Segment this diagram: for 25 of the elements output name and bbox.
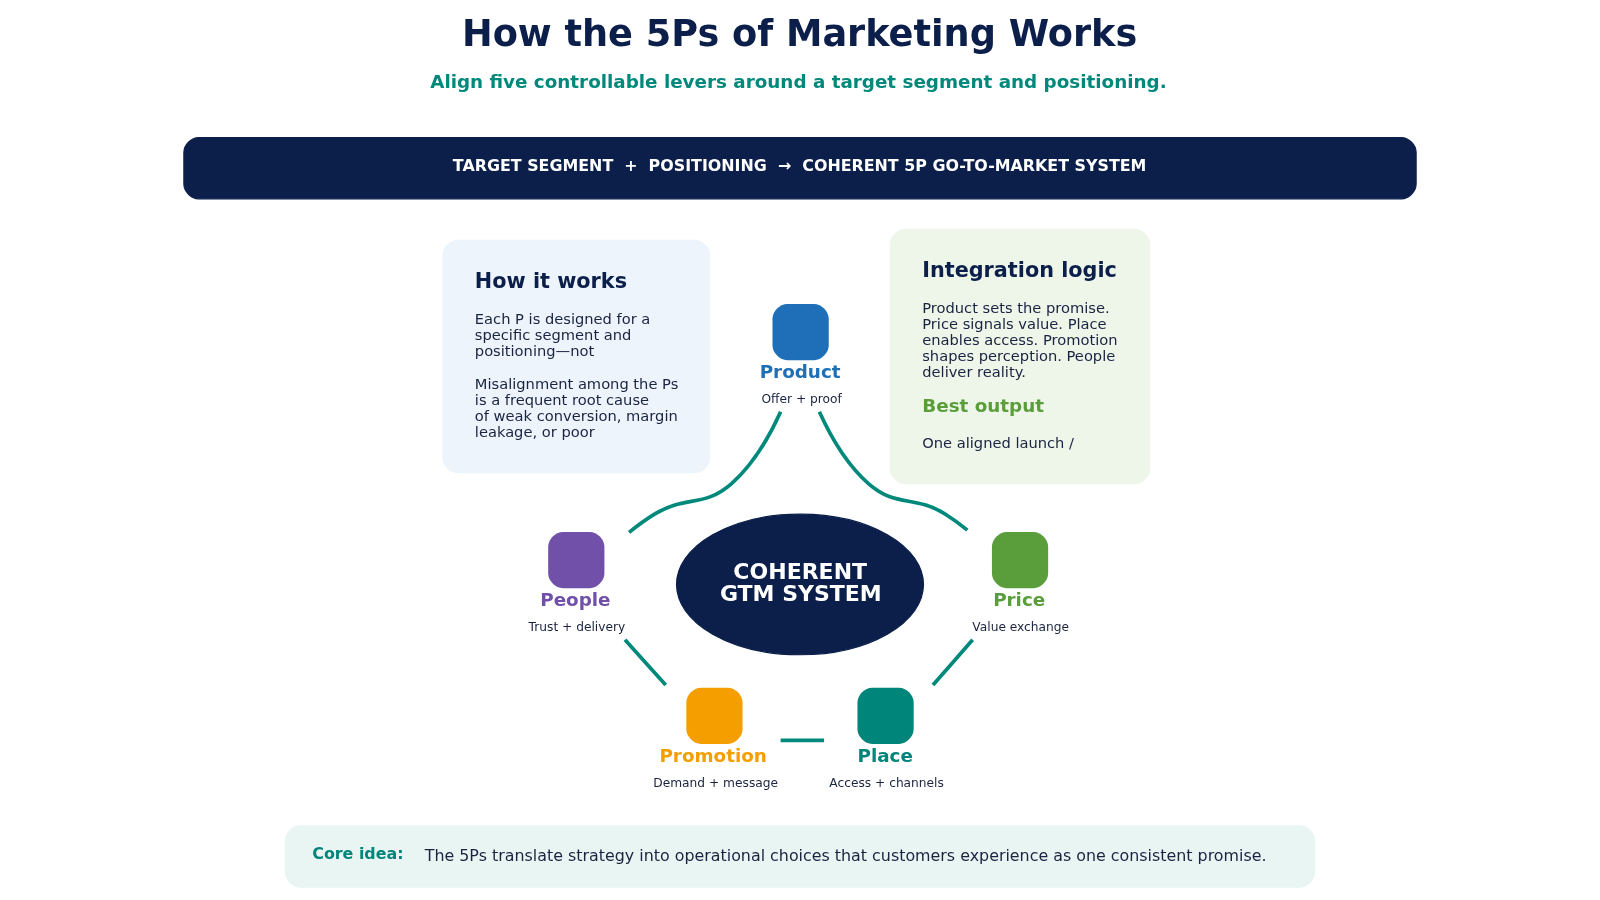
connector (931, 638, 974, 687)
node-box (991, 531, 1049, 589)
connector (627, 410, 783, 534)
node-label: Value exchange (972, 619, 1070, 634)
node-label: Access + channels (829, 775, 944, 790)
node-label: Trust + delivery (528, 619, 626, 634)
diagram-title: How the 5Ps of Marketing Works (462, 11, 1138, 55)
node-box (548, 531, 605, 589)
node-box (686, 687, 743, 744)
node-label: Place (857, 745, 913, 767)
node-box (857, 687, 914, 744)
node-label: People (540, 589, 611, 611)
connector (623, 638, 668, 687)
connector (817, 410, 969, 532)
label: Align five controllable levers around a target segment and positioning. (430, 71, 1167, 93)
node-label: Product (759, 361, 841, 383)
node-label: Demand + message (653, 775, 779, 790)
node-label: Offer + proof (761, 391, 842, 406)
node-box (772, 303, 829, 361)
node-ellipse: COHERENT GTM SYSTEM (675, 513, 925, 656)
node-label: Promotion (659, 745, 767, 767)
node-box: Core idea: The 5Ps translate strategy into operational choices that customers experience as one consistent promise. (284, 825, 1316, 888)
connector (780, 738, 825, 743)
node-box: TARGET SEGMENT + POSITIONING → COHERENT 5P GO-TO-MARKET SYSTEM (183, 137, 1417, 200)
node-label: Price (993, 589, 1046, 611)
